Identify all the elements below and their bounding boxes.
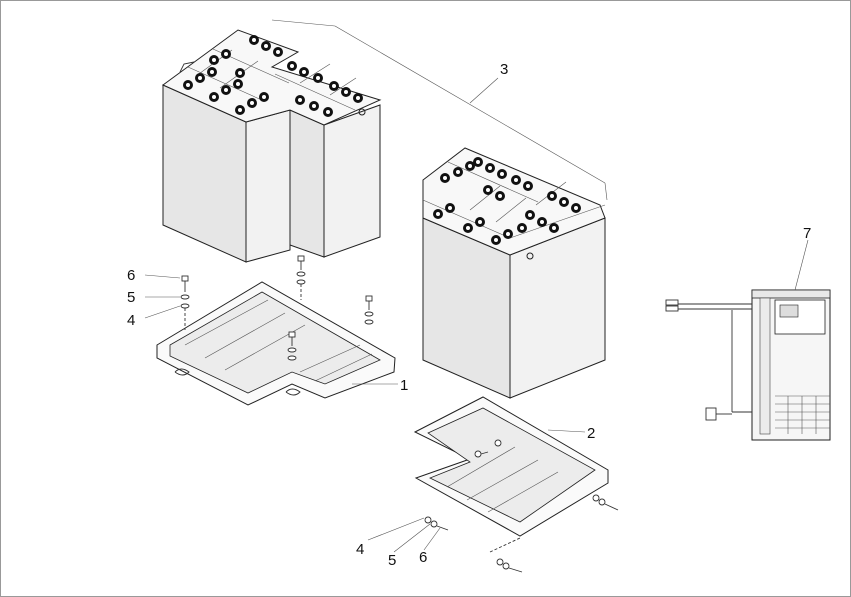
callout-7: 7 bbox=[803, 225, 811, 242]
callout-3: 3 bbox=[500, 61, 508, 78]
leader-lines bbox=[144, 239, 809, 553]
battery-group-left bbox=[162, 29, 382, 263]
battery-tray-right bbox=[413, 396, 609, 537]
callout-1: 1 bbox=[400, 377, 408, 394]
battery-group-right bbox=[422, 147, 606, 399]
battery-charger bbox=[665, 289, 831, 441]
hardware-fasteners bbox=[180, 255, 619, 573]
callout-4-bottom: 4 bbox=[356, 541, 364, 558]
callout-2: 2 bbox=[587, 425, 595, 442]
callout-6-bottom: 6 bbox=[419, 549, 427, 566]
callout-5-left: 5 bbox=[127, 289, 135, 306]
callout-4-left: 4 bbox=[127, 312, 135, 329]
callout-5-bottom: 5 bbox=[388, 552, 396, 569]
callout-3-leader bbox=[271, 19, 608, 201]
battery-tray-left bbox=[156, 281, 396, 406]
callout-6-left: 6 bbox=[127, 267, 135, 284]
